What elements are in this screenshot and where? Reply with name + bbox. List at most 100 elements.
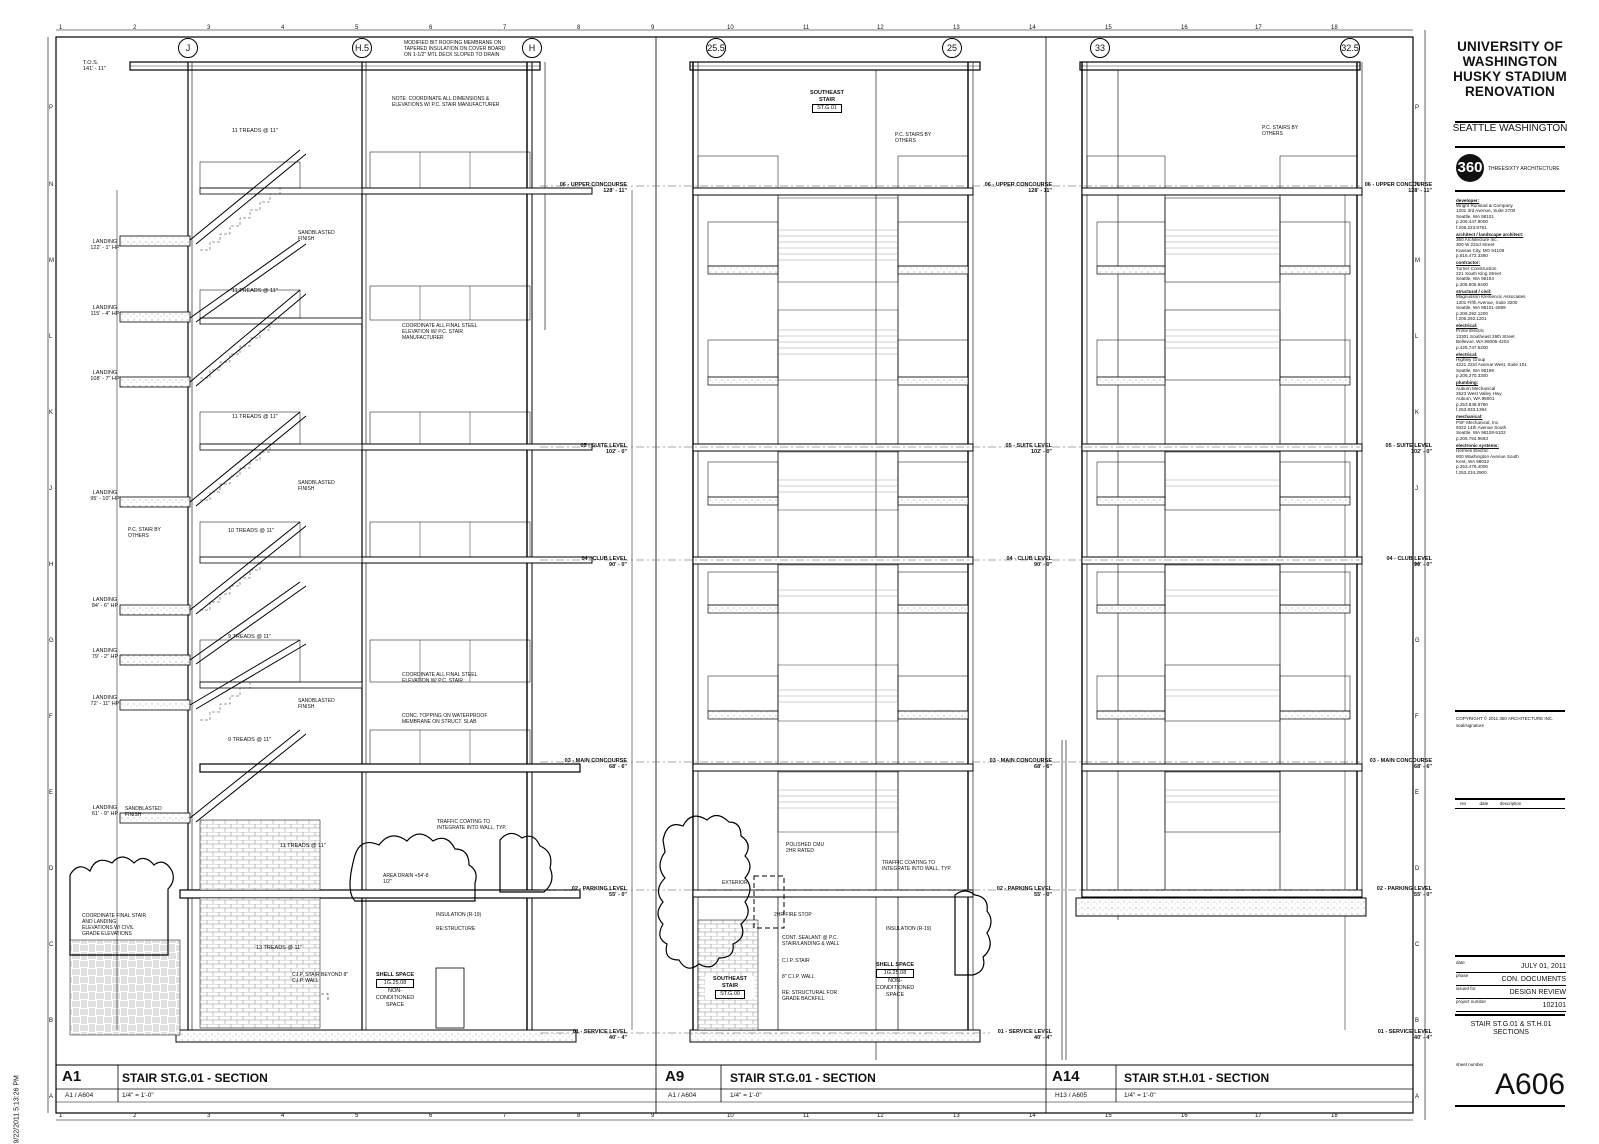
- level-name: 04 - CLUB LEVEL: [1006, 556, 1052, 562]
- grid-number-bottom: 4: [281, 1113, 285, 1119]
- grid-letter-left: B: [49, 1018, 54, 1024]
- info-label: project number: [1456, 999, 1487, 1004]
- landing-label: LANDING: [92, 648, 118, 654]
- level-name: 06 - UPPER CONCOURSE: [1364, 182, 1432, 188]
- firm-logo: 360: [1456, 154, 1484, 182]
- team-line: Bellevue, WA 98005-4204: [1456, 339, 1509, 345]
- team-line: Kent, WA 98032: [1456, 459, 1490, 465]
- sheet-number: A606: [1495, 1068, 1566, 1101]
- title-rule-5: [1455, 798, 1565, 800]
- note-steel: COORDINATE ALL FINAL STEEL ELEVATION W/ …: [402, 323, 478, 341]
- grid-number-top: 15: [1105, 25, 1112, 31]
- team-line: p.206.505.6400: [1456, 281, 1488, 287]
- team-line: Seattle, WA 98104: [1456, 276, 1494, 282]
- team-line: Seattle, WA 98101-2699: [1456, 305, 1506, 311]
- grid-number-top: 1: [59, 25, 63, 31]
- a1-grade-paving: [69, 939, 181, 1036]
- a1-shell-space: SHELL SPACE 1G.25.08 NON-CONDITIONED SPA…: [370, 972, 420, 1009]
- grid-number-bottom: 14: [1029, 1113, 1036, 1119]
- a9-stair-tag: SOUTHEAST STAIR ST.G.01: [802, 90, 852, 113]
- seal-label: seal/signature: [1456, 723, 1485, 728]
- a9-stair-runs: [777, 197, 899, 833]
- a9-traffic: TRAFFIC COATING TO INTEGRATE INTO WALL, …: [882, 860, 952, 872]
- grid-letter-left: K: [49, 410, 54, 416]
- tos-label: T.O.S.: [83, 60, 99, 66]
- grid-letter-left: H: [49, 562, 54, 568]
- a9-sealant: CONT. SEALANT @ P.C. STAIR/LANDING & WAL…: [782, 935, 840, 947]
- level-name: 06 - UPPER CONCOURSE: [559, 182, 627, 188]
- team-line: p.206.764.9663: [1456, 435, 1488, 441]
- note-civil: COORDINATE FINAL STAIR AND LANDING ELEVA…: [82, 913, 147, 937]
- grid-letter-left: E: [49, 790, 54, 796]
- level-elevation: 128' - 11": [1028, 188, 1052, 194]
- level-name: 05 - SUITE LEVEL: [1005, 443, 1052, 449]
- grid-number-top: 12: [877, 25, 884, 31]
- a9-polished: POLISHED CMU 2HR RATED: [786, 842, 825, 854]
- landing-elevation: 72' - 11" HP: [90, 701, 120, 707]
- title-rule-9: [1455, 1105, 1565, 1107]
- level-name: 05 - SUITE LEVEL: [1385, 443, 1432, 449]
- team-role: architect / landscape architect:: [1456, 231, 1524, 237]
- a9-landscape-cloud-2: [954, 890, 992, 976]
- grid-number-top: 9: [651, 25, 655, 31]
- grid-letter-right: L: [1415, 334, 1419, 340]
- section-scale: 1/4" = 1'-0": [730, 1092, 762, 1099]
- team-line: 221 South King Street: [1456, 271, 1501, 277]
- tos-tag: T.O.S. 141' - 11": [83, 60, 106, 72]
- a9-se-stair-id: ST.G.00: [715, 990, 745, 999]
- team-role: structural / civil:: [1456, 288, 1492, 294]
- landing-elevation: 84' - 6" HP: [91, 603, 119, 609]
- grid-letter-left: L: [49, 334, 53, 340]
- a9-se-stair-tag: SOUTHEAST STAIR ST.G.00: [705, 976, 755, 999]
- column-bubble: 25.5: [706, 38, 726, 58]
- a9-stair-treads: [778, 229, 898, 809]
- level-elevation: 68' - 6": [1034, 764, 1052, 770]
- grid-letter-right: J: [1415, 486, 1418, 492]
- level-name: 01 - SERVICE LEVEL: [1377, 1029, 1432, 1035]
- level-name: 06 - UPPER CONCOURSE: [984, 182, 1052, 188]
- team-line: f.253.833.1384: [1456, 407, 1487, 413]
- grid-number-top: 16: [1181, 25, 1188, 31]
- a9-struct: RE: STRUCTURAL FOR GRADE BACKFILL: [782, 990, 838, 1002]
- landing-label: LANDING: [92, 490, 118, 496]
- section-id: A14: [1052, 1068, 1080, 1085]
- team-line: 2623 West Valley Hwy: [1456, 390, 1502, 396]
- tread-count: 11 TREADS @ 11": [232, 414, 278, 420]
- info-value: JULY 01, 2011: [1520, 963, 1566, 970]
- grid-number-bottom: 9: [651, 1113, 655, 1119]
- section-reference: A1 / A604: [65, 1092, 94, 1099]
- a1-section-linework: [129, 61, 593, 1043]
- title-rule-6: [1455, 808, 1565, 809]
- level-name: 04 - CLUB LEVEL: [1386, 556, 1432, 562]
- grid-letter-right: B: [1415, 1018, 1420, 1024]
- team-line: f.206.223.8791: [1456, 224, 1487, 230]
- level-elevation: 102' - 0": [1030, 449, 1052, 455]
- level-lines: [540, 185, 1360, 1034]
- section-scale: 1/4" = 1'-0": [122, 1092, 154, 1099]
- grid-number-bottom: 17: [1255, 1113, 1262, 1119]
- a9-exterior: EXTERIOR: [722, 880, 748, 886]
- grid-number-top: 8: [577, 25, 581, 31]
- note-traffic: TRAFFIC COATING TO INTEGRATE INTO WALL, …: [437, 819, 507, 831]
- landing-label: LANDING: [92, 305, 118, 311]
- grid-number-bottom: 16: [1181, 1113, 1188, 1119]
- team-line: 4221 23rd Avenue West, Suite 101: [1456, 362, 1527, 368]
- section-reference: A1 / A604: [668, 1092, 697, 1099]
- grid-letter-right: C: [1415, 942, 1420, 948]
- level-elevation: 40' - 4": [1414, 1035, 1432, 1041]
- grid-letter-left: C: [49, 942, 54, 948]
- grid-number-top: 6: [429, 25, 433, 31]
- column-bubble: 25: [942, 38, 962, 58]
- level-name: 02 - PARKING LEVEL: [1376, 886, 1432, 892]
- a9-insulation: INSULATION (R-19): [886, 926, 932, 932]
- plot-timestamp: 9/22/2011 5:13:26 PM: [13, 1075, 21, 1144]
- a14-railings: [1086, 155, 1358, 833]
